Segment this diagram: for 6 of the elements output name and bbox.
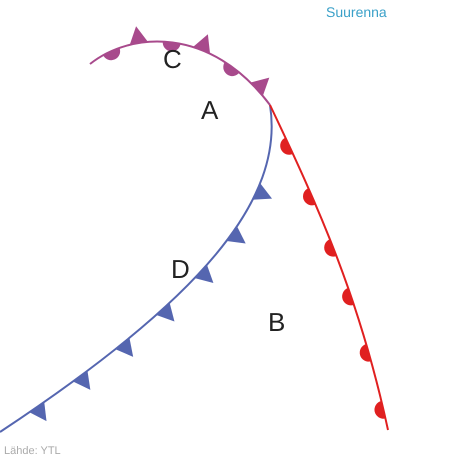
area-letter: C [163,46,182,72]
source-note: Lähde: YTL [4,446,61,457]
area-letter: D [171,256,190,282]
area-letter: B [268,309,286,335]
enlarge-link: Suurenna [326,5,387,19]
area-letter: A [201,97,218,123]
